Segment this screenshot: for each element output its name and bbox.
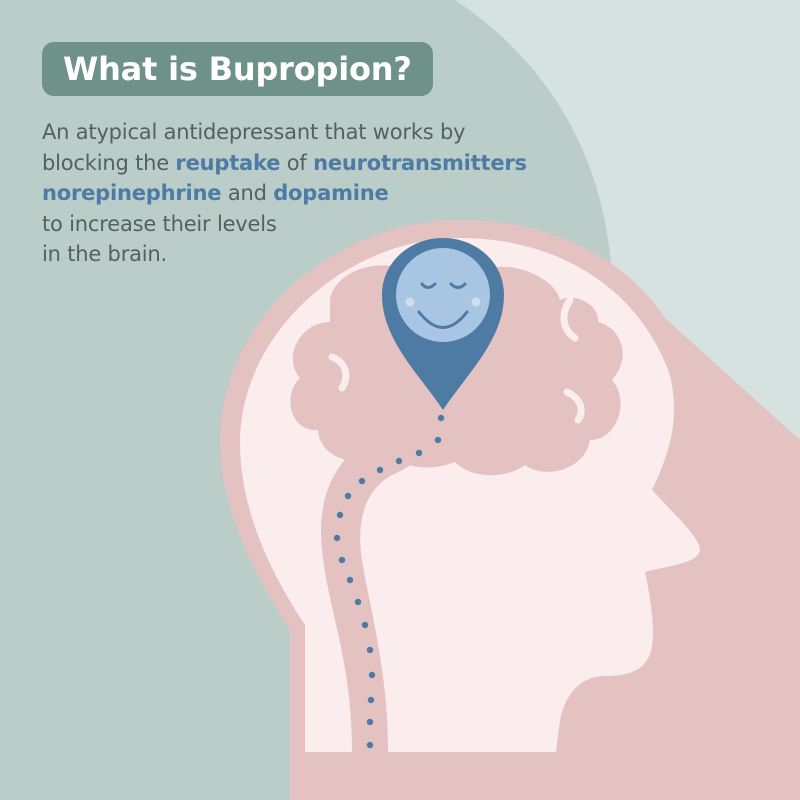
description-line-5: in the brain.: [42, 239, 562, 270]
path-dot: [366, 718, 374, 726]
path-dot: [367, 696, 375, 704]
path-dot: [437, 414, 445, 422]
eye-left: [420, 282, 437, 289]
path-dot: [344, 492, 352, 500]
dotted-path-icon: [333, 414, 445, 749]
map-pin-icon: [382, 238, 504, 410]
path-dot: [354, 598, 362, 606]
path-dot: [338, 556, 346, 564]
mouth: [417, 310, 469, 329]
path-dot: [376, 466, 384, 474]
path-dot: [333, 534, 341, 542]
brain-fold: [563, 388, 585, 424]
description-line-4: to increase their levels: [42, 209, 562, 240]
path-dot: [361, 621, 369, 629]
path-dot: [336, 511, 344, 519]
description-text: of: [280, 150, 314, 175]
highlight-term-neurotransmitters: neurotransmitters: [313, 150, 527, 175]
highlight-term-norepinephrine: norepinephrine: [42, 181, 222, 205]
path-dot: [358, 477, 366, 485]
description-text: to increase their levels: [42, 211, 277, 236]
brain-fold: [560, 296, 579, 342]
face: [396, 248, 490, 342]
path-dot: [366, 741, 374, 749]
description-line-1: An atypical antidepressant that works by: [42, 117, 562, 148]
path-dot: [434, 436, 442, 444]
description-text: in the brain.: [42, 242, 168, 266]
brain-stem: [321, 430, 448, 752]
description-line-2: blocking the reuptake of neurotransmitte…: [42, 148, 562, 179]
description-text: and: [221, 181, 274, 205]
path-dot: [395, 457, 403, 465]
description-text: blocking the: [42, 150, 176, 175]
path-dot: [346, 576, 354, 584]
smiling-face-icon: [396, 248, 490, 342]
cheek-right: [471, 297, 481, 307]
highlight-term-dopamine: dopamine: [273, 181, 389, 205]
page-title: What is Bupropion?: [42, 42, 433, 96]
path-dot: [368, 671, 376, 679]
path-dot: [415, 449, 423, 457]
eye-right: [449, 282, 467, 289]
description-text: An atypical antidepressant that works by: [42, 120, 466, 144]
brain-fold: [328, 353, 350, 392]
description-line-3: norepinephrine and dopamine: [42, 178, 562, 209]
cheek-left: [405, 297, 415, 307]
description: An atypical antidepressant that works by…: [42, 117, 562, 270]
path-dot: [366, 646, 374, 654]
highlight-term-reuptake: reuptake: [175, 150, 281, 175]
